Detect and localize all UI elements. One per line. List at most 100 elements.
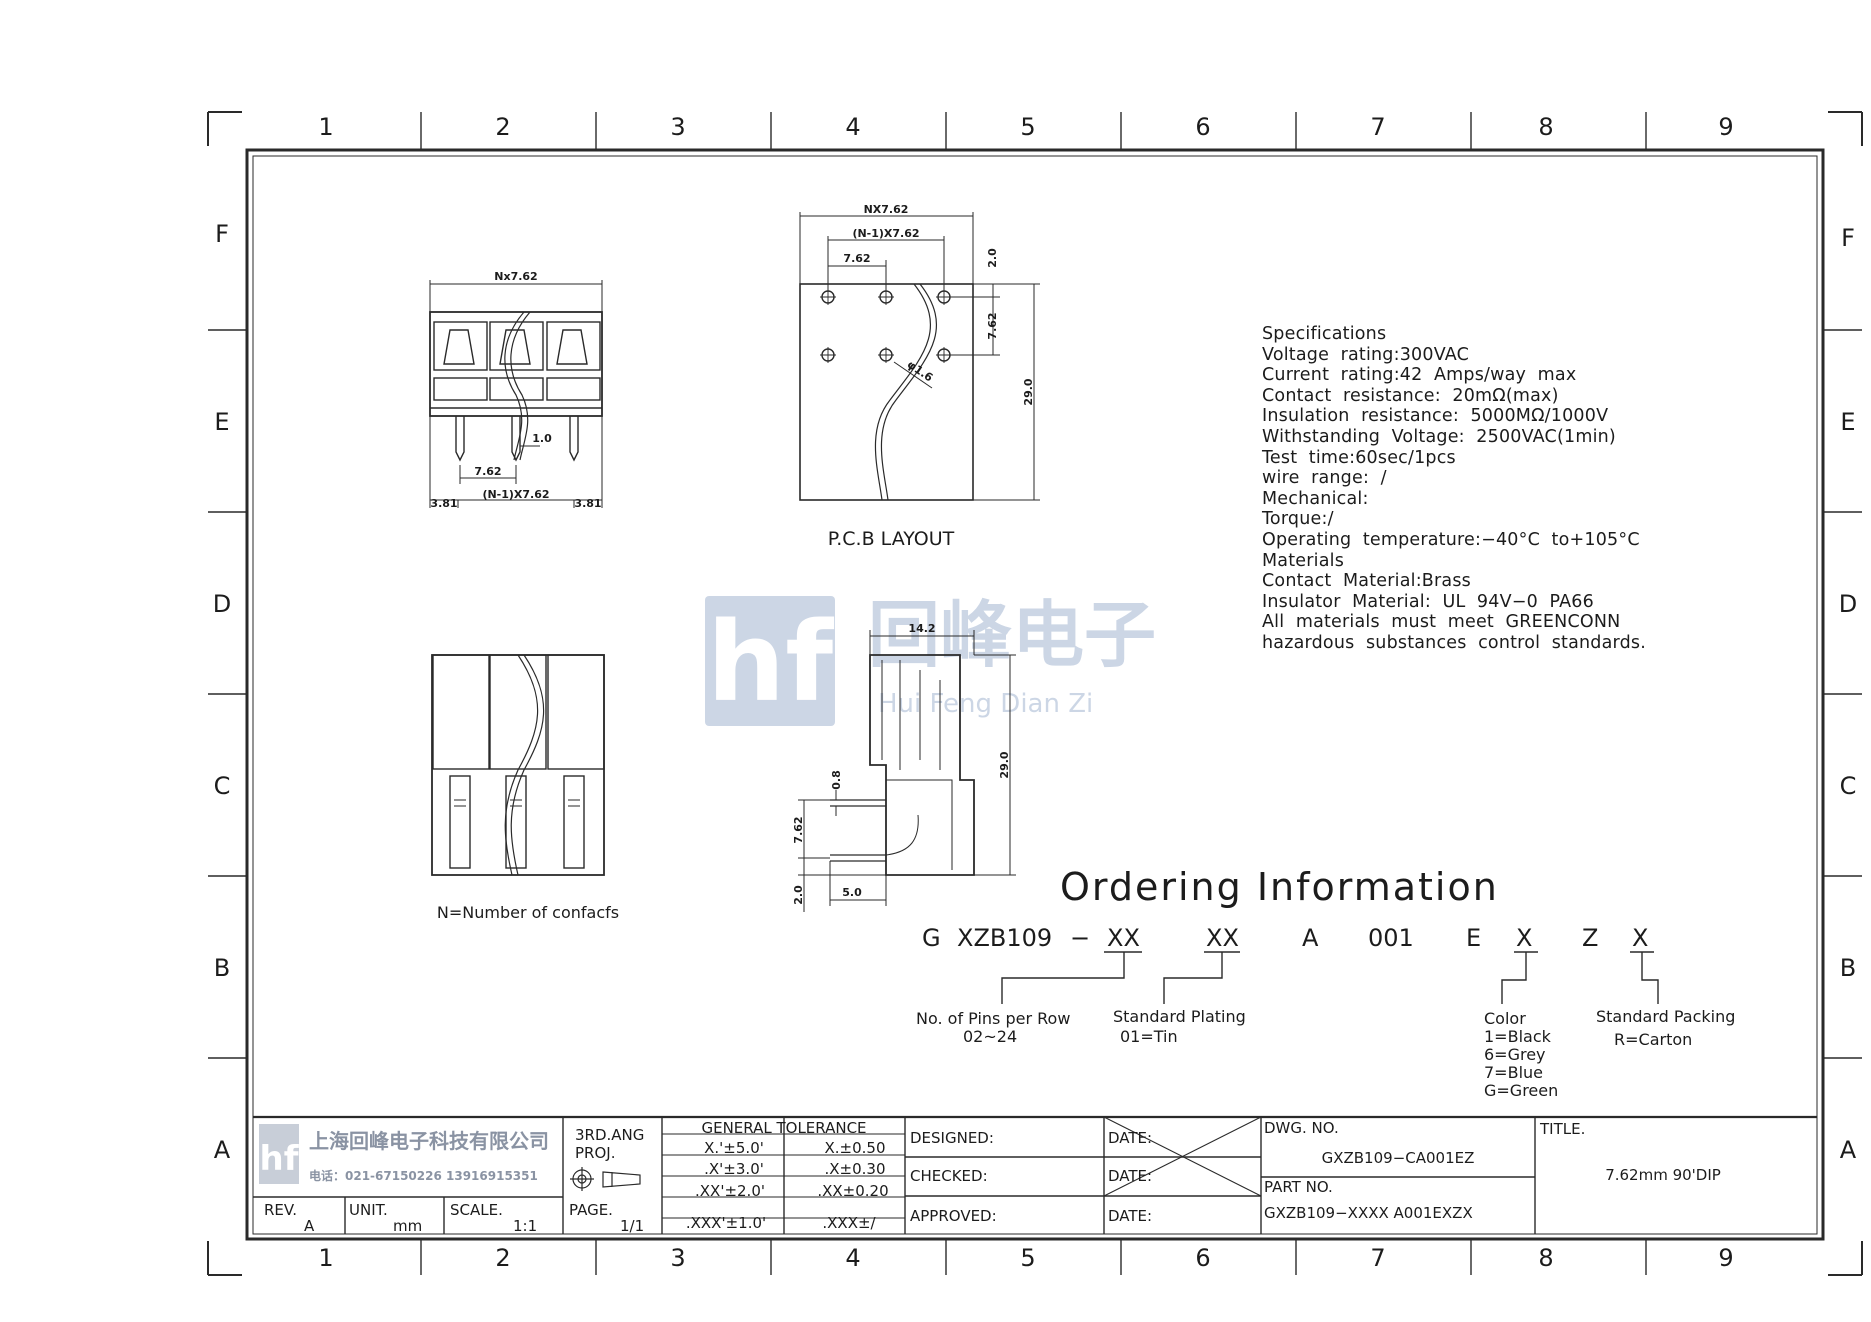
code-part: G (922, 924, 941, 952)
plating-value: 01=Tin (1120, 1027, 1178, 1046)
spec-line: Voltage rating:300VAC (1262, 344, 1470, 365)
projection-symbol-icon (570, 1167, 641, 1191)
code-part: X (1516, 924, 1532, 952)
col-label: 1 (318, 1244, 333, 1272)
dim-label: 3.81 (574, 497, 601, 510)
tolerance-angle: .X'±3.0' (704, 1160, 764, 1178)
color-option: G=Green (1484, 1081, 1558, 1100)
dim-label: 7.62 (986, 312, 999, 339)
side-view-dims: 14.2 29.0 0.8 7.62 2.0 5.0 (792, 622, 1011, 905)
col-label: 9 (1718, 1244, 1733, 1272)
tolerance-linear: .XXX±/ (822, 1214, 876, 1232)
dwg-no-label: DWG. NO. (1264, 1119, 1339, 1137)
row-label: C (214, 772, 231, 800)
dim-label: 29.0 (1022, 378, 1035, 405)
rev-label: REV. (264, 1201, 297, 1219)
row-label: E (214, 408, 229, 436)
ordering-code: G XZB109 − XX XX A 001 E X Z X (922, 924, 1648, 952)
part-no-value: GXZB109−XXXX A001EXZX (1264, 1204, 1473, 1222)
col-label: 8 (1538, 113, 1553, 141)
spec-line: Mechanical: (1262, 488, 1369, 509)
pcb-layout (799, 212, 1040, 501)
spec-line: Materials (1262, 550, 1345, 571)
code-part: Z (1582, 924, 1598, 952)
row-label: E (1840, 408, 1855, 436)
row-labels-right: F E D C B A (1839, 224, 1857, 1164)
dim-label: 0.8 (830, 770, 843, 790)
spec-line: hazardous substances control standards. (1262, 632, 1646, 653)
col-label: 7 (1370, 113, 1385, 141)
code-part: XZB109 (957, 924, 1052, 952)
dim-label: 14.2 (908, 622, 935, 635)
title-value: 7.62mm 90'DIP (1605, 1166, 1721, 1184)
color-label: Color (1484, 1009, 1526, 1028)
pins-range: 02~24 (963, 1027, 1017, 1046)
pcb-layout-caption: P.C.B LAYOUT (828, 528, 955, 550)
unit-value: mm (393, 1217, 422, 1235)
rev-value: A (304, 1217, 315, 1235)
projection-label-2: PROJ. (575, 1144, 615, 1162)
col-label: 5 (1020, 113, 1035, 141)
code-part: 001 (1368, 924, 1414, 952)
ordering-info: Ordering Information G XZB109 − XX XX A … (916, 865, 1735, 1100)
row-label: F (1841, 224, 1855, 252)
tolerance-linear: X.±0.50 (824, 1139, 885, 1157)
front-view (429, 280, 603, 508)
spec-line: Contact resistance: 20mΩ(max) (1262, 385, 1559, 406)
watermark-pinyin: Hui Feng Dian Zi (878, 689, 1093, 719)
color-option: 1=Black (1484, 1027, 1552, 1046)
spec-line: All materials must meet GREENCONN (1262, 612, 1621, 633)
col-label: 4 (845, 1244, 860, 1272)
ordering-title: Ordering Information (1060, 865, 1499, 909)
watermark-logo-text: hf (707, 598, 834, 726)
checked-label: CHECKED: (910, 1167, 988, 1185)
pcb-layout-dims: NX7.62 (N-1)X7.62 7.62 2.0 7.62 29.0 φ1.… (828, 203, 1035, 550)
side-view (798, 630, 1016, 912)
watermark-logo (705, 596, 835, 726)
dim-label: (N-1)X7.62 (482, 488, 549, 501)
dim-label: (N-1)X7.62 (852, 227, 919, 240)
company-name: 上海回峰电子科技有限公司 (309, 1129, 549, 1153)
tolerance-table: X.'±5.0' X.±0.50 .X'±3.0' .X±0.30 .XX'±2… (686, 1139, 889, 1232)
dim-label: 5.0 (842, 886, 862, 899)
col-label: 7 (1370, 1244, 1385, 1272)
tolerance-angle: .XX'±2.0' (695, 1182, 765, 1200)
pins-label: No. of Pins per Row (916, 1009, 1070, 1028)
date-label: DATE: (1108, 1129, 1152, 1147)
approved-label: APPROVED: (910, 1207, 997, 1225)
color-option: 6=Grey (1484, 1045, 1546, 1064)
color-option: 7=Blue (1484, 1063, 1543, 1082)
dim-label: 1.0 (532, 432, 552, 445)
col-label: 8 (1538, 1244, 1553, 1272)
row-label: A (1840, 1136, 1857, 1164)
spec-line: Insulator Material: UL 94V−0 PA66 (1262, 591, 1594, 612)
dim-label: Nx7.62 (494, 270, 537, 283)
dim-label: 29.0 (998, 751, 1011, 778)
tolerance-angle: X.'±5.0' (704, 1139, 764, 1157)
col-label: 3 (670, 113, 685, 141)
bottom-view-caption: N=Number of confacfs (437, 903, 619, 922)
dwg-no-value: GXZB109−CA001EZ (1322, 1149, 1475, 1167)
page-label: PAGE. (569, 1201, 613, 1219)
packing-value: R=Carton (1614, 1030, 1692, 1049)
col-label: 5 (1020, 1244, 1035, 1272)
spec-line: Torque:/ (1262, 509, 1334, 530)
col-label: 4 (845, 113, 860, 141)
dim-label: φ1.6 (905, 358, 936, 385)
spec-line: Operating temperature:−40°C to+105°C (1262, 529, 1640, 550)
plating-label: Standard Plating (1113, 1007, 1246, 1026)
spec-line: Contact Material:Brass (1262, 571, 1471, 592)
tolerance-header: GENERAL TOLERANCE (701, 1119, 866, 1137)
front-view-dims: Nx7.62 7.62 (N-1)X7.62 3.81 3.81 1.0 (430, 270, 601, 510)
bottom-view (431, 654, 605, 876)
row-label: C (1840, 772, 1857, 800)
row-label: A (214, 1136, 231, 1164)
watermark: hf 回峰电子 Hui Feng Dian Zi (705, 593, 1156, 726)
designed-label: DESIGNED: (910, 1129, 994, 1147)
scale-label: SCALE. (450, 1201, 503, 1219)
code-part: X (1632, 924, 1648, 952)
spec-line: Test time:60sec/1pcs (1262, 447, 1456, 468)
spec-line: Insulation resistance: 5000MΩ/1000V (1262, 406, 1609, 427)
code-part: − (1070, 924, 1090, 952)
